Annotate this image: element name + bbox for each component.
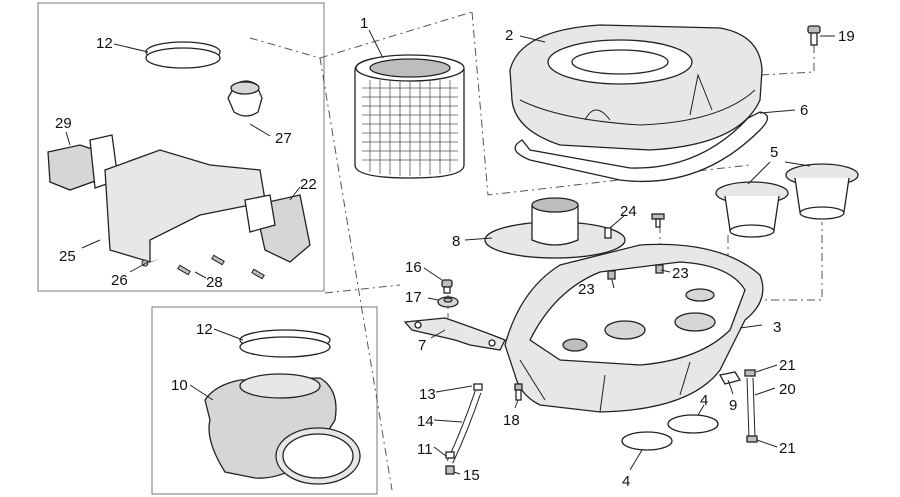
callout-19: 19 — [838, 28, 855, 45]
callout-27: 27 — [275, 130, 292, 147]
air-filter-element — [354, 54, 465, 179]
inset-frame-top-left — [37, 2, 325, 292]
bolt-19 — [807, 25, 821, 46]
callout-13: 13 — [419, 386, 436, 403]
intake-funnels — [715, 163, 859, 238]
callout-23-left: 23 — [578, 281, 595, 298]
callout-21-top: 21 — [779, 357, 796, 374]
callout-21-bottom: 21 — [779, 440, 796, 457]
callout-14: 14 — [417, 413, 434, 430]
callout-17: 17 — [405, 289, 422, 306]
callout-3: 3 — [773, 319, 781, 336]
callout-11: 11 — [417, 441, 433, 458]
callout-9: 9 — [729, 397, 737, 414]
callout-4-left: 4 — [622, 473, 630, 490]
callout-4-right: 4 — [700, 392, 708, 409]
bracket-and-hardware — [403, 213, 665, 401]
callout-5: 5 — [770, 144, 778, 161]
callout-16: 16 — [405, 259, 422, 276]
breather-hose — [718, 369, 758, 443]
callout-6: 6 — [800, 102, 808, 119]
callout-7: 7 — [418, 337, 426, 354]
callout-25: 25 — [59, 248, 76, 265]
callout-2: 2 — [505, 27, 513, 44]
callout-20: 20 — [779, 381, 796, 398]
callout-22: 22 — [300, 176, 317, 193]
callout-29: 29 — [55, 115, 72, 132]
callout-labels: 1 2 3 4 4 5 6 7 8 9 10 11 12 12 13 14 15… — [55, 15, 855, 490]
leader-lines — [65, 29, 835, 475]
callout-12-bottom: 12 — [196, 321, 213, 338]
airbox-cover — [509, 24, 769, 183]
inset-intake-assembly — [47, 41, 311, 280]
callout-10: 10 — [171, 377, 188, 394]
callout-8: 8 — [452, 233, 460, 250]
callout-24: 24 — [620, 203, 637, 220]
duct-plate — [484, 197, 626, 259]
callout-23-right: 23 — [672, 265, 689, 282]
callout-26: 26 — [111, 272, 128, 289]
airbox-base — [504, 243, 764, 413]
drain-hose — [445, 383, 483, 475]
callout-18: 18 — [503, 412, 520, 429]
o-rings — [621, 414, 719, 451]
callout-12-top: 12 — [96, 35, 113, 52]
callout-15: 15 — [463, 467, 480, 484]
inset-intake-boot — [204, 329, 361, 485]
callout-28: 28 — [206, 274, 223, 291]
callout-1: 1 — [360, 15, 368, 32]
assembly-lines — [249, 11, 823, 491]
